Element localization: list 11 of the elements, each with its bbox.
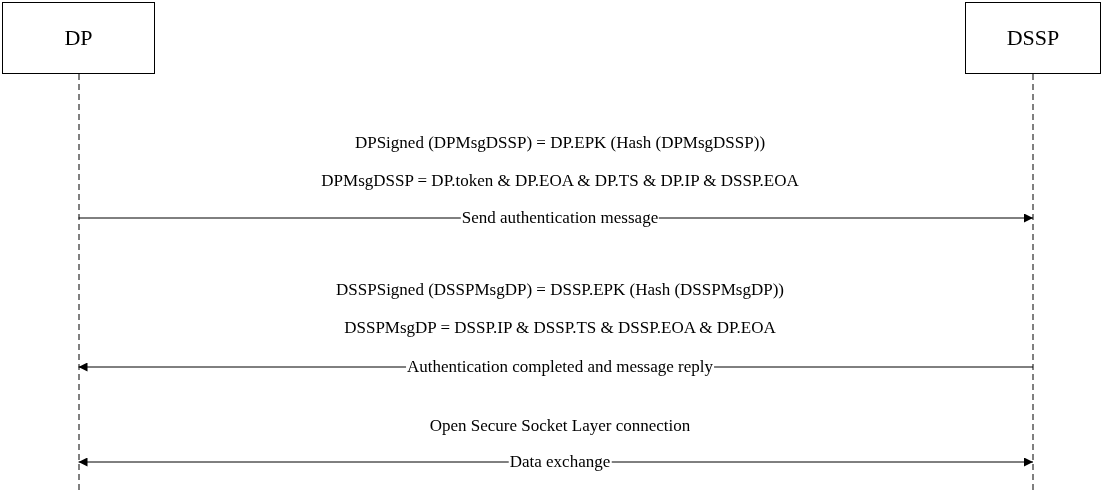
message-note: Open Secure Socket Layer connection bbox=[429, 416, 691, 436]
message-arrow bbox=[78, 457, 1034, 467]
message-note: DPMsgDSSP = DP.token & DP.EOA & DP.TS & DP.IP & DSSP.EOA bbox=[321, 171, 799, 191]
edge-label: Data exchange bbox=[508, 452, 612, 472]
participant-box: DP bbox=[2, 2, 155, 74]
message-note: DPSigned (DPMsgDSSP) = DP.EPK (Hash (DPMsgDSSP)) bbox=[354, 133, 766, 153]
message-note: DSSPSigned (DSSPMsgDP) = DSSP.EPK (Hash (DSSPMsgDP)) bbox=[336, 280, 784, 300]
participant-box: DSSP bbox=[965, 2, 1101, 74]
message-note: DSSPMsgDP = DSSP.IP & DSSP.TS & DSSP.EOA & DP.EOA bbox=[344, 318, 776, 338]
edge-label: Send authentication message bbox=[460, 208, 660, 228]
edge-label: Authentication completed and message reply bbox=[406, 357, 714, 377]
